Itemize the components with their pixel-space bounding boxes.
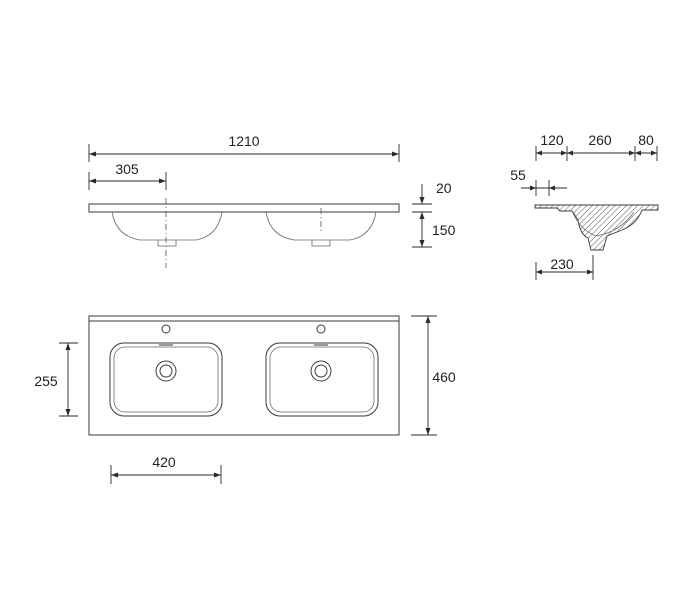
label-305: 305 — [115, 161, 139, 177]
label-260: 260 — [588, 132, 612, 148]
right-basin-outer — [265, 342, 379, 417]
label-420: 420 — [152, 454, 176, 470]
dimension-overall-width: 1210 — [88, 133, 400, 162]
label-20: 20 — [436, 180, 452, 196]
right-bowl-profile — [265, 211, 377, 241]
section-view — [534, 204, 659, 251]
right-basin-inner — [269, 346, 375, 413]
label-1210: 1210 — [228, 133, 259, 149]
label-80: 80 — [638, 132, 654, 148]
dimension-heights: 20 150 — [412, 180, 456, 248]
countertop-slab — [88, 203, 400, 213]
label-55: 55 — [510, 167, 526, 183]
right-drain — [311, 240, 331, 247]
dimension-section-top: 120 260 80 — [535, 132, 658, 161]
dimension-basin-width: 420 — [110, 454, 222, 484]
plan-outline — [88, 315, 400, 436]
dimension-section-base: 230 — [535, 255, 594, 280]
dimension-basin-length: 255 — [34, 342, 78, 417]
left-drain-inner — [159, 364, 173, 378]
dimension-tap-offset: 305 — [88, 161, 167, 190]
label-120: 120 — [540, 132, 564, 148]
label-150: 150 — [432, 222, 456, 238]
left-basin-outer — [109, 342, 223, 417]
left-basin-inner — [113, 346, 219, 413]
label-230: 230 — [550, 256, 574, 272]
left-tap-hole — [161, 324, 171, 334]
left-drain — [157, 240, 177, 247]
label-460: 460 — [432, 369, 456, 385]
front-elevation — [88, 198, 400, 268]
dimension-section-ledge: 55 — [510, 167, 567, 196]
section-profile — [534, 204, 659, 251]
label-255: 255 — [34, 373, 58, 389]
left-bowl-profile — [111, 211, 223, 241]
right-drain-outer — [310, 360, 332, 382]
left-drain-outer — [155, 360, 177, 382]
plan-view — [88, 315, 400, 436]
right-tap-hole — [316, 324, 326, 334]
right-drain-inner — [314, 364, 328, 378]
dimension-overall-depth: 460 — [411, 315, 456, 436]
